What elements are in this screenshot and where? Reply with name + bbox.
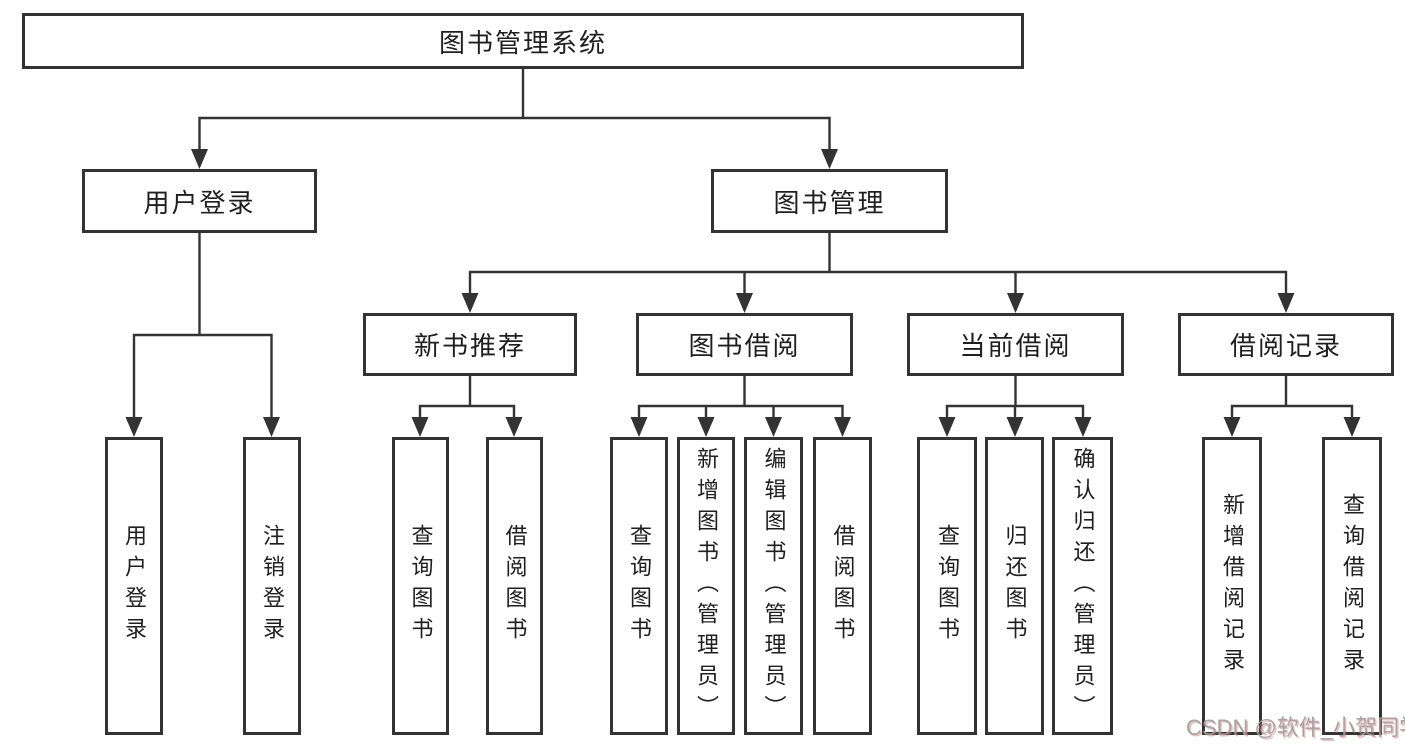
node-book-management: 图书管理 bbox=[711, 169, 948, 233]
leaf-query-books-current: 查询图书 bbox=[917, 437, 977, 735]
leaf-query-books-recommend: 查询图书 bbox=[392, 437, 449, 735]
leaf-user-login: 用户登录 bbox=[105, 437, 163, 735]
node-root-system: 图书管理系统 bbox=[22, 13, 1024, 69]
leaf-query-books-borrow: 查询图书 bbox=[610, 437, 668, 735]
leaf-add-borrow-record: 新增借阅记录 bbox=[1202, 437, 1262, 735]
leaf-borrow-books: 借阅图书 bbox=[813, 437, 872, 735]
leaf-borrow-books-recommend: 借阅图书 bbox=[486, 437, 543, 735]
leaf-query-borrow-record: 查询借阅记录 bbox=[1322, 437, 1382, 735]
arrowhead-group bbox=[125, 149, 1361, 437]
node-borrow-records: 借阅记录 bbox=[1178, 313, 1394, 376]
leaf-return-book: 归还图书 bbox=[985, 437, 1044, 735]
node-user-login: 用户登录 bbox=[82, 169, 317, 233]
leaf-confirm-return-admin: 确认归还（管理员） bbox=[1052, 437, 1113, 735]
leaf-logout: 注销登录 bbox=[243, 437, 301, 735]
csdn-watermark: CSDN @软件_小贺同学 bbox=[1186, 715, 1405, 740]
node-new-book-recommend: 新书推荐 bbox=[363, 313, 577, 376]
leaf-edit-book-admin: 编辑图书（管理员） bbox=[744, 437, 803, 735]
leaf-add-book-admin: 新增图书（管理员） bbox=[677, 437, 735, 735]
node-current-borrow: 当前借阅 bbox=[907, 313, 1124, 376]
node-book-borrow: 图书借阅 bbox=[636, 313, 853, 376]
